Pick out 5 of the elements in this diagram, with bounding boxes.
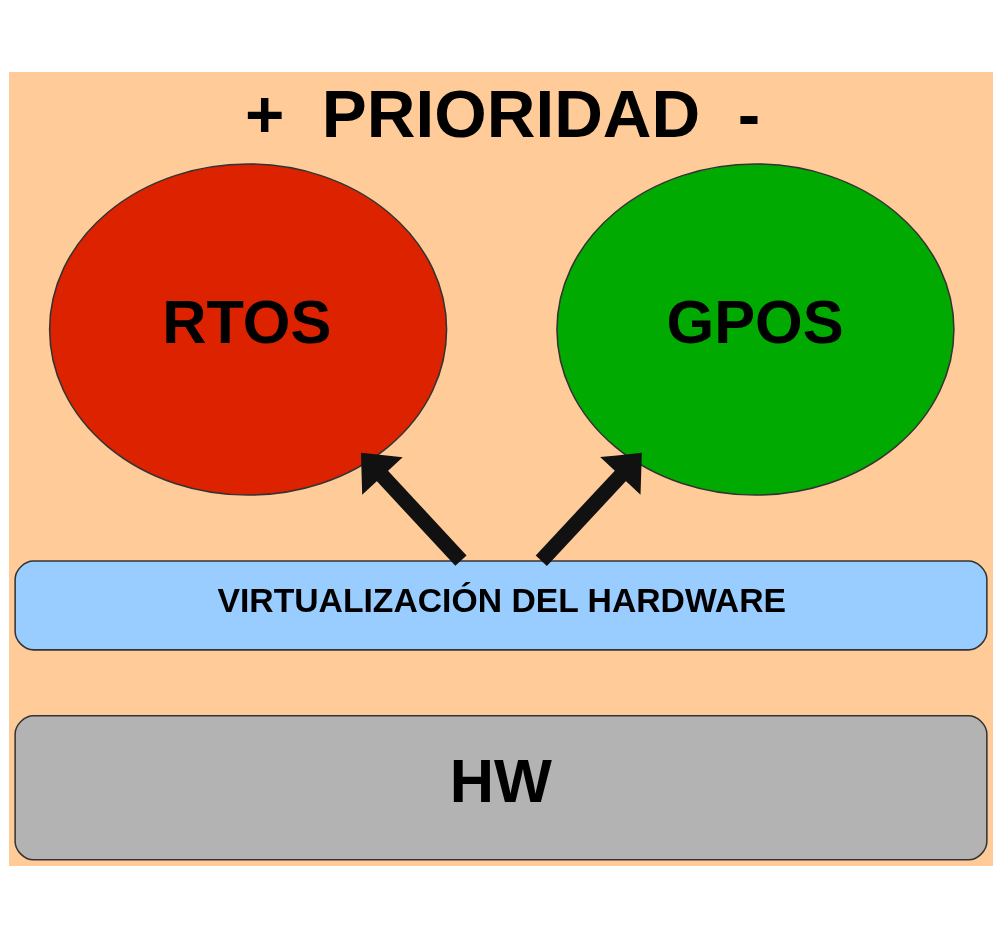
node-box: HW — [13, 714, 988, 861]
arrow — [535, 452, 642, 566]
node-box: VIRTUALIZACIÓN DEL HARDWARE — [13, 559, 988, 651]
diagram-title: + PRIORIDAD - — [244, 75, 760, 151]
arrow — [360, 452, 467, 566]
